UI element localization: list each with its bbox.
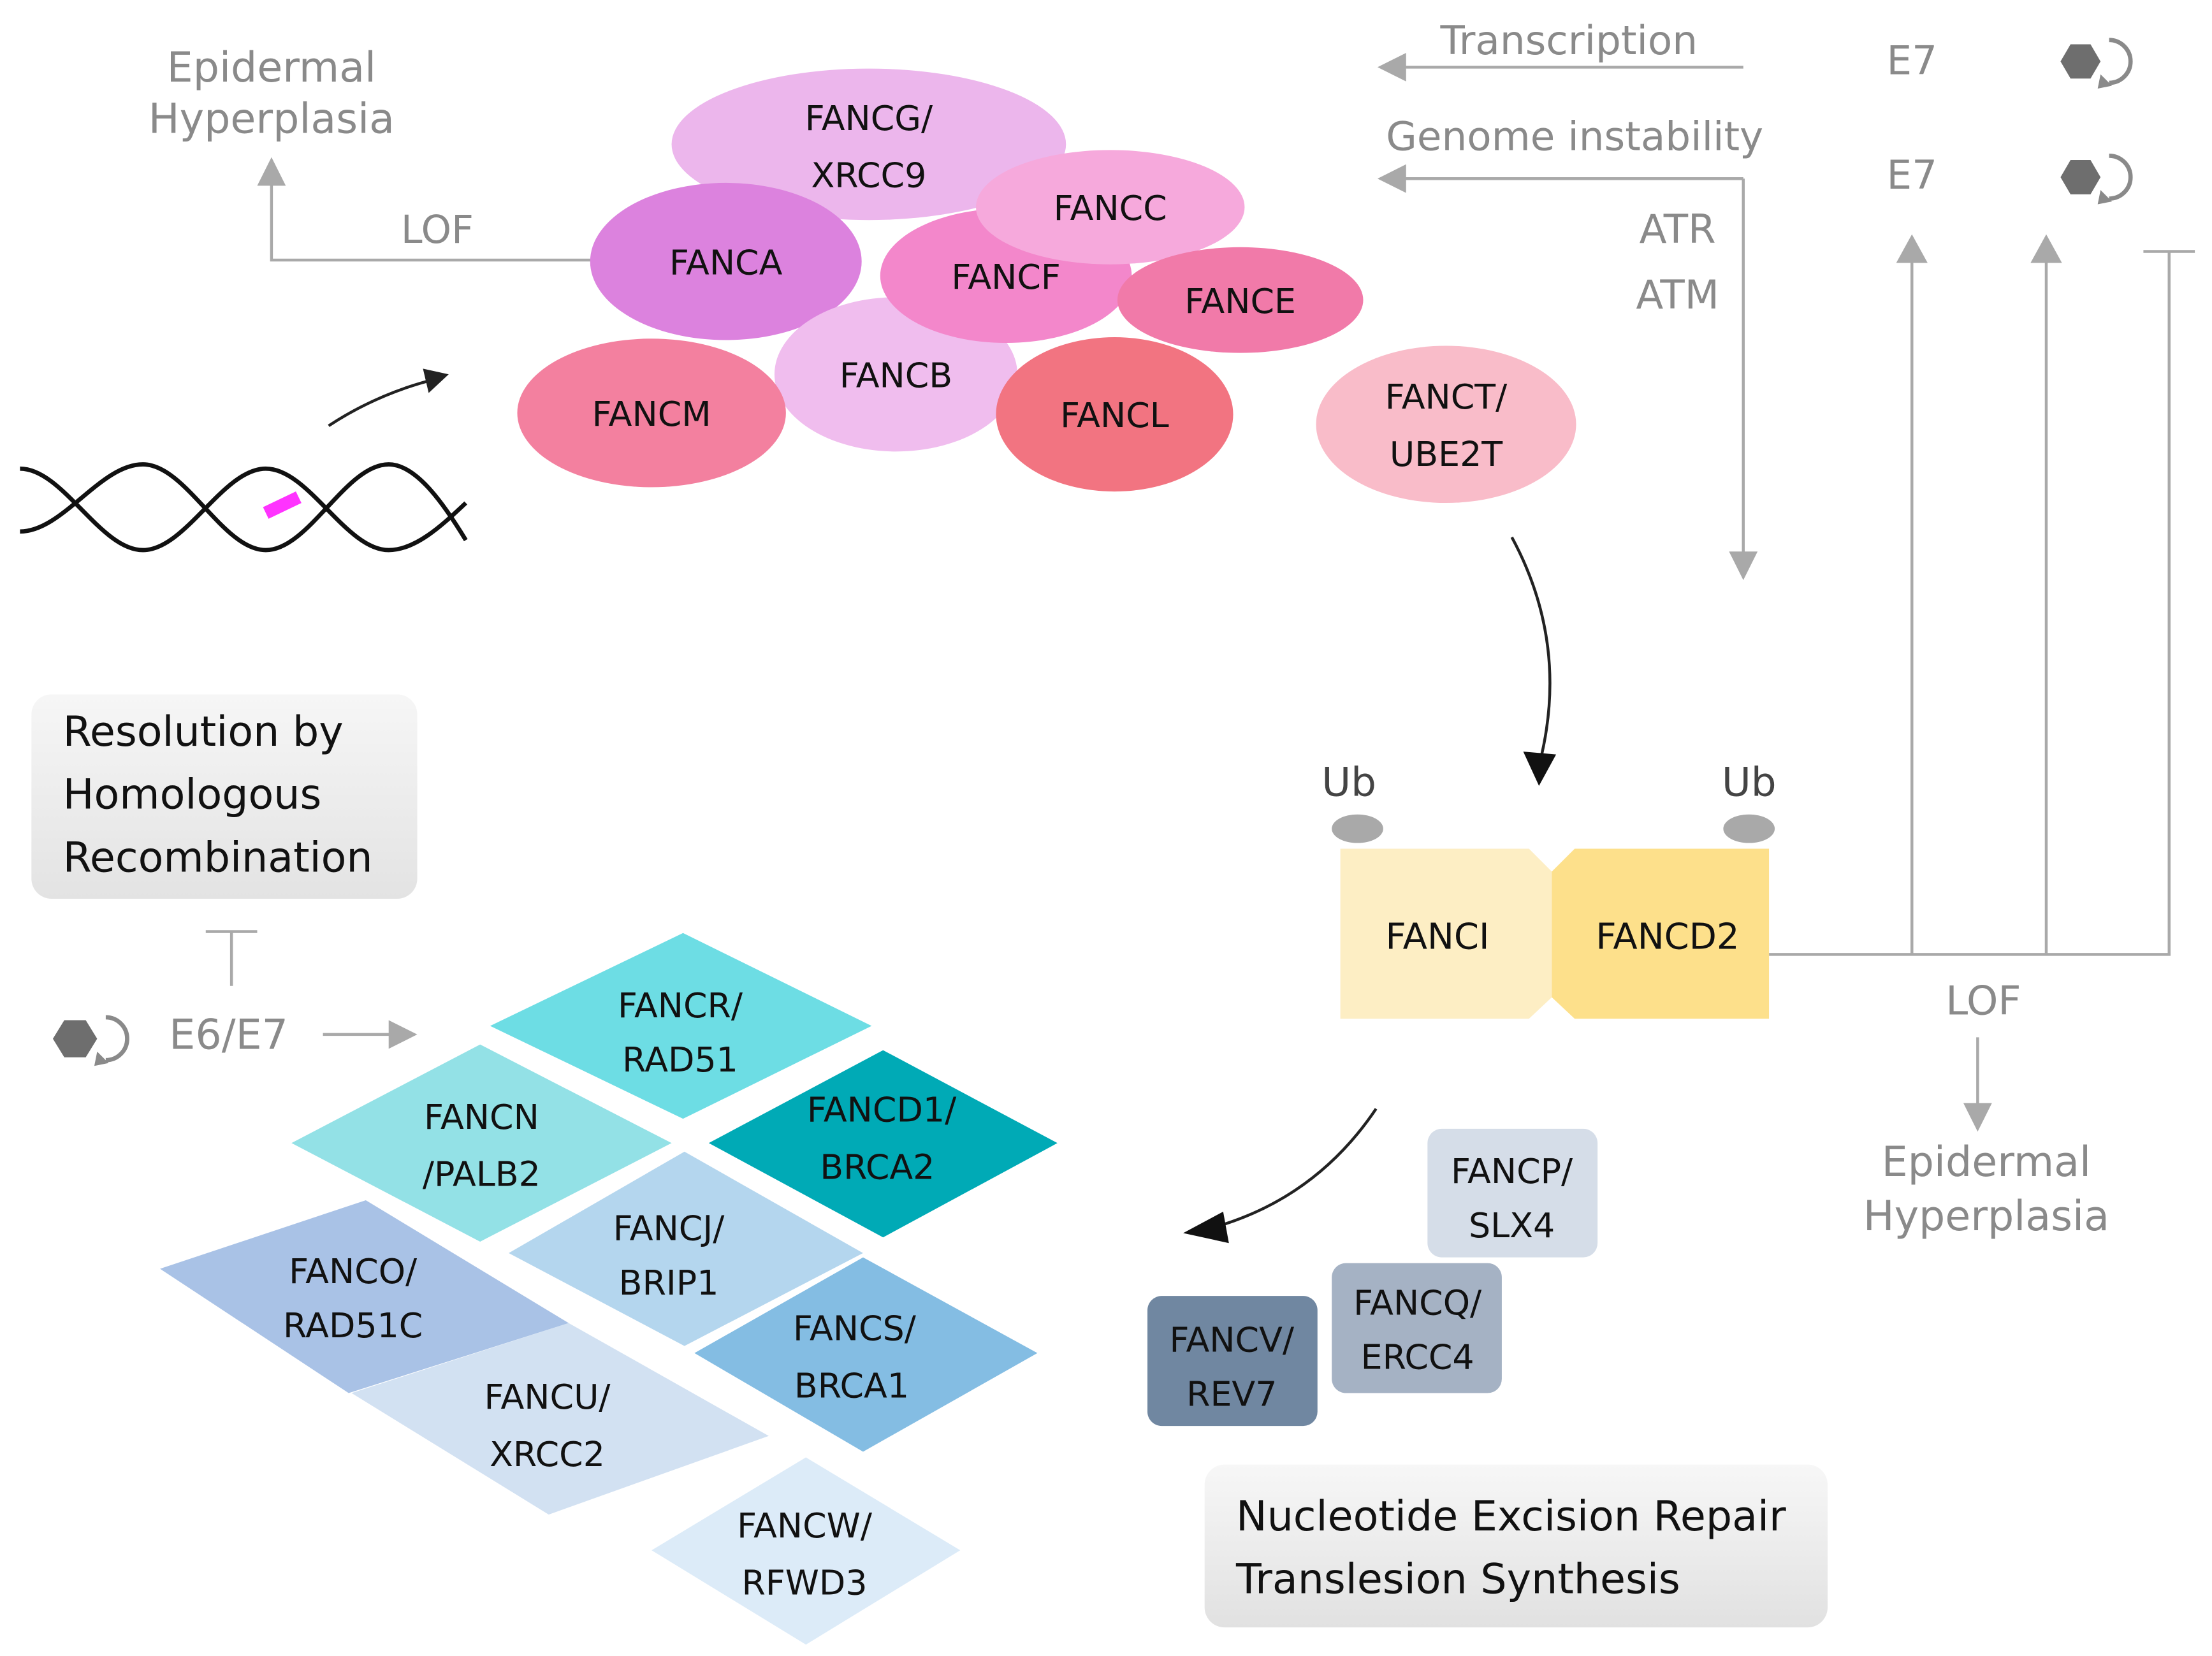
transcription-arrow	[1377, 52, 1743, 82]
fance-label: FANCE	[1184, 281, 1296, 321]
e7-label-b: E7	[1886, 152, 1937, 198]
id2-to-ner-arrow	[1208, 1108, 1378, 1230]
fancw-diamond	[651, 1457, 961, 1645]
dna-arrow-head	[423, 368, 449, 393]
genome-instability-label: Genome instability	[1386, 113, 1763, 159]
ubiquitin-left-icon	[1332, 814, 1383, 843]
fanca-ellipse	[590, 182, 862, 340]
lof-arrow-left	[257, 157, 593, 262]
fancs-diamond	[694, 1257, 1038, 1452]
e6e7-arrow	[323, 1020, 418, 1049]
fancn-label-1: FANCN	[424, 1097, 539, 1137]
fancl-label: FANCL	[1060, 395, 1169, 435]
fanca-label: FANCA	[669, 242, 783, 282]
fancc-ellipse	[976, 150, 1245, 265]
fancj-diamond	[509, 1151, 863, 1346]
fancg-label-2: XRCC9	[811, 156, 926, 196]
fancj-label-2: BRIP1	[619, 1263, 719, 1303]
fancg-ellipse	[671, 68, 1066, 221]
fancd1-label-2: BRCA2	[820, 1147, 935, 1187]
epidermal-label-top-line1: Epidermal	[167, 44, 376, 92]
ner-tls-box: Nucleotide Excision Repair Translesion S…	[1204, 1464, 1828, 1628]
hr-inhibit-bar	[205, 930, 258, 986]
fancs-label-2: BRCA1	[794, 1365, 909, 1405]
fancv-label-1: FANCV/	[1170, 1320, 1295, 1360]
e7-label-a: E7	[1886, 38, 1937, 84]
fancu-diamond	[351, 1323, 769, 1515]
hpv-icon-e6e7	[52, 1015, 129, 1066]
fancs-label-1: FANCS/	[793, 1309, 917, 1349]
fancn-diamond	[291, 1044, 672, 1242]
e6e7-label: E6/E7	[169, 1011, 288, 1059]
fancw-label-1: FANCW/	[737, 1506, 873, 1546]
hyperplasia-label-right-line2: Hyperplasia	[1863, 1193, 2109, 1240]
fanco-diamond	[160, 1200, 569, 1393]
fancp-label-2: SLX4	[1469, 1205, 1555, 1246]
lof-label-right: LOF	[1946, 978, 2021, 1024]
fancq-label-1: FANCQ/	[1353, 1282, 1482, 1323]
ub-label-right: Ub	[1722, 759, 1777, 806]
fancb-label: FANCB	[840, 355, 952, 395]
fancn-label-2: /PALB2	[423, 1154, 541, 1195]
fancq-label-2: ERCC4	[1361, 1337, 1474, 1377]
epidermal-label-right-line1: Epidermal	[1882, 1138, 2091, 1186]
fanco-label-2: RAD51C	[283, 1305, 423, 1346]
atr-label: ATR	[1640, 206, 1716, 252]
fanct-ellipse	[1316, 345, 1576, 504]
fancr-label-2: RAD51	[622, 1040, 738, 1080]
ub-label-left: Ub	[1321, 759, 1376, 806]
fanct-label-2: UBE2T	[1390, 434, 1503, 474]
fancg-label-1: FANCG/	[805, 98, 933, 138]
fancc-label: FANCC	[1054, 188, 1167, 228]
genome-instability-arrow	[1377, 164, 1758, 581]
fanco-label-1: FANCO/	[289, 1251, 418, 1291]
lof-label-left: LOF	[401, 208, 474, 252]
fancr-diamond	[490, 933, 872, 1119]
ner-blocks: FANCP/ SLX4 FANCQ/ ERCC4 FANCV/ REV7	[1147, 1128, 1598, 1427]
id2-to-ner-arrow-head	[1183, 1211, 1229, 1244]
fancv-label-2: REV7	[1186, 1374, 1277, 1414]
fanct-label-1: FANCT/	[1385, 377, 1508, 417]
core-to-id2-arrow-head	[1523, 752, 1557, 786]
id2-connector-lines	[1769, 234, 2195, 1132]
fancu-label-2: XRCC2	[490, 1434, 605, 1474]
fancd2-block	[1552, 848, 1770, 1019]
fance-ellipse	[1117, 247, 1364, 353]
fanci-block	[1340, 848, 1552, 1019]
fancw-label-2: RFWD3	[741, 1563, 867, 1603]
core-to-id2-arrow	[1510, 536, 1552, 761]
atm-label: ATM	[1636, 272, 1719, 318]
fancm-ellipse	[517, 338, 786, 488]
fancm-label: FANCM	[592, 394, 711, 434]
fancq-block	[1332, 1263, 1502, 1393]
ubiquitin-right-icon	[1723, 814, 1775, 843]
fancp-block	[1427, 1128, 1598, 1258]
fancd2-label: FANCD2	[1596, 916, 1739, 957]
fanci-label: FANCI	[1386, 916, 1490, 957]
homologous-recombination-box: Resolution by Homologous Recombination	[31, 694, 418, 899]
fancu-label-1: FANCU/	[484, 1377, 611, 1417]
fancl-ellipse	[996, 337, 1233, 492]
fancj-label-1: FANCJ/	[613, 1209, 725, 1249]
hpv-icon-a	[2060, 38, 2133, 89]
hr-diamonds: FANCR/ RAD51 FANCN /PALB2 FANCD1/ BRCA2 …	[160, 933, 1058, 1645]
fancd1-diamond	[708, 1050, 1058, 1238]
dna-to-core-arrow	[328, 377, 438, 427]
fancv-block	[1147, 1296, 1318, 1427]
hyperplasia-label-top-line2: Hyperplasia	[149, 95, 395, 143]
core-complex: FANCG/ XRCC9 FANCA FANCB FANCF FANCC FAN…	[517, 68, 1576, 504]
transcription-label: Transcription	[1439, 17, 1698, 64]
dna-helix-icon	[20, 462, 468, 553]
fancr-label-1: FANCR/	[618, 985, 743, 1026]
fancp-label-1: FANCP/	[1451, 1151, 1573, 1191]
hpv-icon-b	[2060, 153, 2133, 205]
fancf-label: FANCF	[951, 257, 1061, 297]
fancd1-label-1: FANCD1/	[807, 1090, 957, 1130]
id2-complex: FANCI FANCD2 Ub Ub	[1321, 759, 1777, 1019]
